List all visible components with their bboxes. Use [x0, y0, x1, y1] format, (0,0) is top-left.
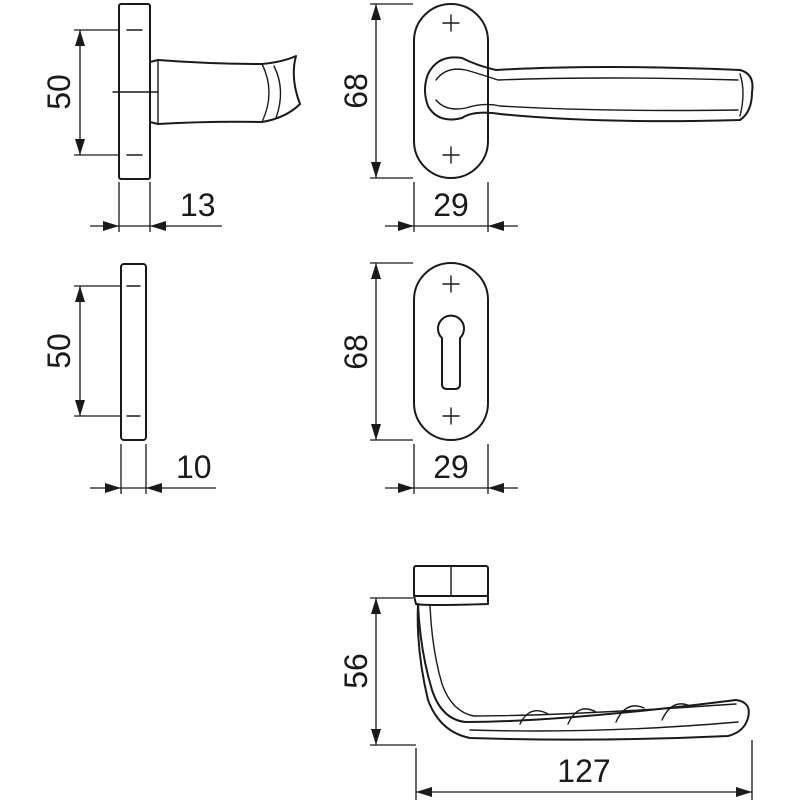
lever-front-outline — [424, 56, 754, 123]
dim-lever-plate-width-label: 29 — [433, 187, 469, 223]
lever-side-profile — [149, 55, 301, 125]
dim-lever-length: 127 — [415, 740, 753, 800]
dim-escutcheon-height: 50 — [41, 285, 120, 417]
lever-end-line — [273, 65, 282, 119]
lever-front-highlight-bottom — [435, 99, 739, 112]
screw-top-icon — [442, 275, 460, 293]
lever-front-view — [413, 3, 754, 179]
lever-groove-2 — [567, 708, 597, 725]
cylinder-plate-front-view — [413, 262, 489, 441]
dim-lever-drop: 56 — [338, 597, 416, 746]
lever-groove-3 — [615, 705, 645, 723]
dim-escutcheon-height-label: 50 — [41, 333, 77, 369]
dim-escutcheon-depth-label: 10 — [176, 449, 212, 485]
lever-plan-bottom-edge — [469, 721, 739, 732]
dim-lever-plate-width: 29 — [385, 182, 518, 232]
dim-rose-depth: 13 — [90, 182, 222, 232]
dim-rose-height-label: 50 — [41, 74, 77, 110]
lever-front-highlight-top — [435, 68, 739, 81]
rose-side-view — [112, 3, 301, 180]
dim-rose-height: 50 — [41, 29, 118, 156]
lever-front-tip — [739, 73, 744, 117]
dim-cylinder-plate-height: 68 — [338, 262, 413, 441]
screw-bottom-icon — [442, 407, 460, 425]
lever-plan-outline — [416, 603, 750, 741]
escutcheon-side-view — [120, 263, 147, 441]
screw-top-icon — [442, 14, 460, 32]
dim-rose-depth-label: 13 — [180, 187, 216, 223]
cylinder-keyhole-icon — [437, 314, 465, 390]
lever-rose-base — [413, 595, 489, 606]
dim-cylinder-plate-width: 29 — [385, 444, 518, 494]
dim-cylinder-plate-width-label: 29 — [433, 449, 469, 485]
lever-plate-outline — [413, 3, 489, 179]
dim-lever-plate-height-label: 68 — [338, 73, 374, 109]
dim-escutcheon-depth: 10 — [90, 444, 216, 494]
screw-bottom-icon — [442, 146, 460, 164]
dim-lever-drop-label: 56 — [338, 653, 374, 689]
cylinder-plate-outline — [413, 262, 489, 441]
escutcheon-plate-outline — [120, 263, 147, 441]
dim-lever-plate-height: 68 — [338, 3, 413, 179]
dim-cylinder-plate-height-label: 68 — [338, 334, 374, 370]
lever-plan-view — [413, 565, 750, 741]
lever-collar-line — [261, 63, 270, 123]
dim-lever-length-label: 127 — [557, 753, 610, 789]
lever-groove-1 — [519, 710, 549, 725]
lever-groove-4 — [661, 703, 691, 721]
lever-plan-inner-edge — [429, 605, 737, 717]
